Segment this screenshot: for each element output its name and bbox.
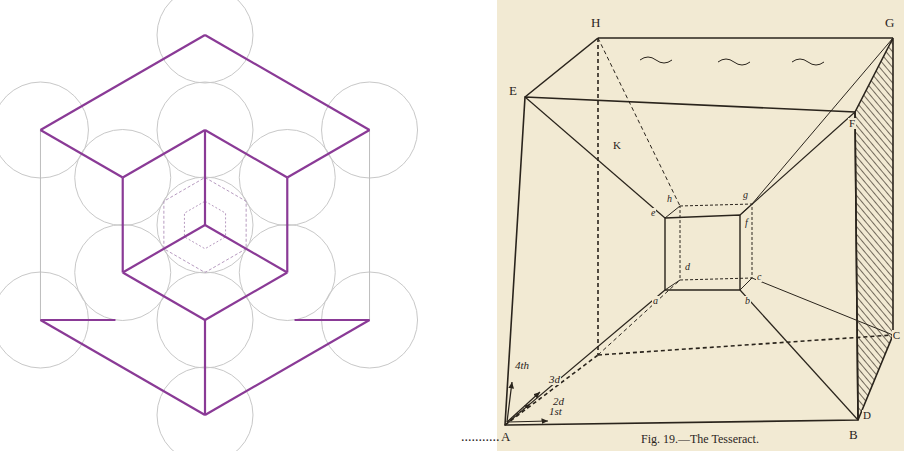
purple-cube-line — [287, 130, 369, 178]
vertex-letter: B — [848, 428, 859, 441]
vertex-letter: g — [742, 190, 749, 200]
vertex-letter: e — [650, 208, 656, 218]
vertex-letter: c — [756, 272, 762, 282]
purple-cube-line — [205, 225, 287, 273]
vertex-letter: H — [590, 16, 601, 29]
vertex-letter: f — [744, 218, 749, 228]
purple-cube-line — [40, 319, 115, 321]
purple-cube-line — [286, 178, 288, 273]
purple-cube-line — [40, 35, 205, 130]
vertex-letter: G — [884, 16, 895, 29]
metatron-figure — [0, 0, 418, 451]
purple-cube-line — [123, 273, 205, 321]
vertex-letter: 4th — [514, 360, 530, 371]
purple-cube-line — [204, 320, 206, 415]
vertex-letter: K — [612, 140, 622, 151]
vertex-letter: 3d — [548, 374, 561, 385]
vertex-letter: 1st — [548, 406, 563, 417]
purple-cube-line — [123, 225, 205, 273]
vertex-letter: a — [652, 296, 659, 306]
vertex-letter: E — [508, 84, 518, 97]
tesseract-plate — [497, 0, 904, 451]
vertex-letter: d — [684, 262, 691, 272]
purple-cube-line — [295, 319, 370, 321]
figure-caption: Fig. 19.—The Tesseract. — [639, 432, 761, 447]
purple-cube-line — [204, 130, 206, 225]
grey-circle — [0, 82, 88, 178]
purple-cube-line — [123, 130, 205, 178]
vertex-letter: A — [500, 430, 511, 443]
purple-cube-line — [40, 320, 205, 415]
purple-cube-line — [40, 130, 122, 178]
purple-cube-line — [205, 320, 370, 415]
purple-cube-line — [205, 273, 287, 321]
purple-cube-line — [205, 35, 370, 130]
vertex-letter: b — [744, 296, 751, 306]
vertex-letter: D — [862, 410, 872, 421]
vertex-letter: h — [666, 194, 673, 204]
purple-cube-line — [122, 178, 124, 273]
grey-circle — [157, 0, 253, 83]
purple-cube-line — [205, 130, 287, 178]
dotted-leader: ........... — [460, 430, 501, 444]
vertex-letter: C — [892, 330, 901, 341]
vertex-letter: F — [848, 118, 856, 129]
grey-hexagon — [40, 35, 369, 415]
